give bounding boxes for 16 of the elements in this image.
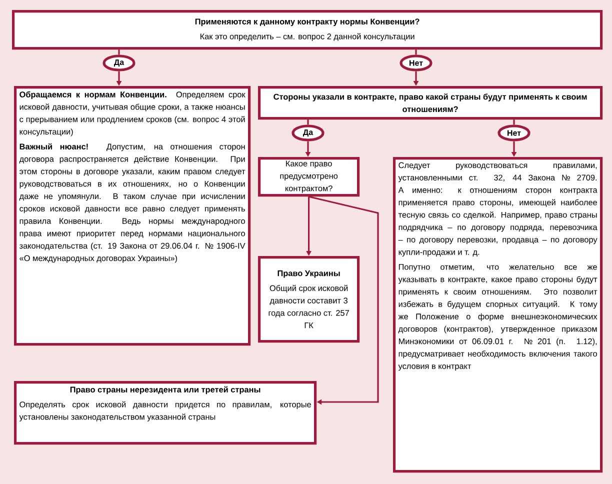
connector-line [513,120,515,125]
decision-oval: Нет [400,54,432,72]
text-box: Обращаемся к нормам Конвенции. Определяем срок исковой давности, учитывая общие сроки, а также нюансы с прерыванием или продлением сроков (см. вопрос 4 этой консультации) Важный нюанс! Допустим, на отношения сторон договора распространяется действие Конвенции. При этом стороны в договоре указали, каким правом следует руководствоваться в их отношениях, но о Конвенции даже не упомянули. В таком случае при исчислении сроков исковой давности все равно следует применять правила Конвенции. Ведь нормы международного права имеют приоритет перед нормами национального законодательства (ст. 19 Закона от 29.06.04 г. № 1906-IV «О международных договорах Украины») [14,86,251,346]
question-box: Какое право предусмотрено контрактом? [258,157,360,197]
decision-oval: Да [292,124,324,142]
question-box: Применяются к данному контракту нормы Конвенции? Как это определить – см. вопрос 2 данной консультации [12,10,603,50]
connector-line [307,120,309,125]
text-box: Право Украины Общий срок исковой давности составит 3 года согласно ст. 257 ГК [258,256,360,343]
text-box: Право страны нерезидента или третей страны Определять срок исковой давности придется по правилам, которые установлены законодательством указанной страны [14,381,317,445]
question-box: Стороны указали в контракте, право какой страны будут применять к своим отношениям? [258,86,603,120]
decision-oval: Нет [498,124,530,142]
arrow [308,196,379,405]
decision-oval: Да [102,54,136,72]
connector-line [415,50,417,55]
text-box: Следует руководствоваться правилами, установленными ст. 32, 44 Закона № 2709. А именно: к отношениям сторон контракта применяется право стороны, имеющей наиболее тесную связь со сделкой. Например, право страны подрядчика – по договору подряда, перевозчика – по договору перевозки, продавца – по договору купли-продажи и т. д. Попутно отметим, что желательно все же указывать в контракте, какое право стороны будут применять к своим отношениям. Это позволит избежать в будущем спорных ситуаций. К тому же Положение о форме внешнеэкономических договоров (контрактов), утвержденное приказом Минэкономики от 06.09.01 г. № 201 (п. 1.12), предусматривает необходимость включения такого условия в контракт [393,157,603,473]
connector-line [118,50,120,55]
